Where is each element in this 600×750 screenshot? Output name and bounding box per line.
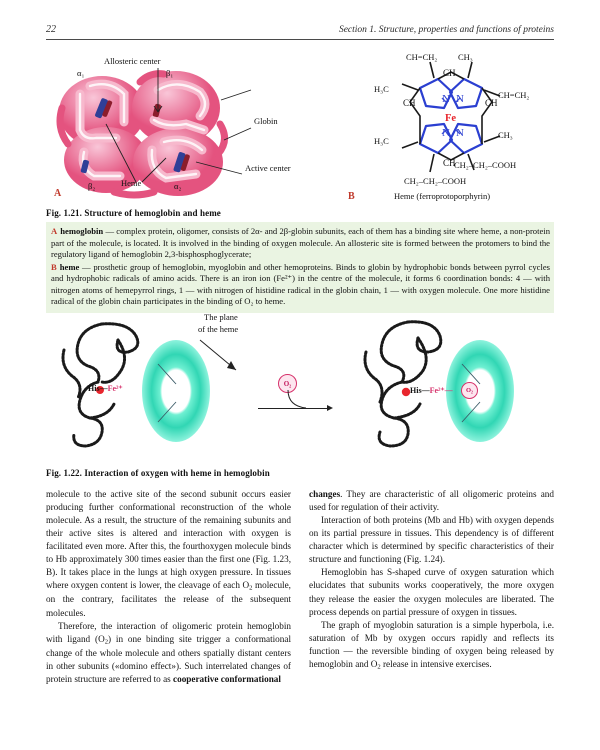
panel-letter-a: A <box>54 188 62 199</box>
body-paragraph: The graph of myoglobin saturation is a s… <box>309 619 554 672</box>
body-paragraph: Therefore, the interaction of oligomeric… <box>46 620 291 686</box>
body-paragraph: Interaction of both proteins (Mb and Hb)… <box>309 514 554 566</box>
oxygen-badge: O₂ <box>278 374 297 393</box>
svg-text:N: N <box>456 93 464 105</box>
body-run: ) in one binding site trigger a conforma… <box>46 633 291 684</box>
body-run: 2 <box>249 585 253 593</box>
body-text: molecule to the active site of the secon… <box>46 488 554 728</box>
svg-text:N: N <box>442 93 450 105</box>
heme-group-methyl-lower-left: H₃C <box>374 136 389 146</box>
label-alpha2: α₂ <box>174 181 182 191</box>
svg-text:CH: CH <box>485 98 498 108</box>
reaction-arrow-head <box>327 404 333 411</box>
his-fe-label-left: His—Fe²⁺ <box>88 384 123 393</box>
figure-1-22-caption: Fig. 1.22. Interaction of oxygen with he… <box>46 468 270 478</box>
reaction-arrow-line <box>258 408 328 410</box>
panel-letter-b: B <box>348 191 355 202</box>
body-run: The graph of myoglobin saturation is a s… <box>309 619 554 669</box>
oxygen-curved-arrow <box>287 390 307 409</box>
body-paragraph: Hemoglobin has S-shaped curve of oxygen … <box>309 566 554 618</box>
body-run: Therefore, the interaction of oligomeric… <box>46 620 291 644</box>
heme-propionate-right: CH₂–CH₂–COOH <box>454 160 517 170</box>
label-alpha1: α₁ <box>77 68 85 78</box>
porphyrin-ring-svg: N N N N Fe CH CH CH CH <box>401 61 501 173</box>
body-run: release in intensive exercises. <box>380 658 492 669</box>
heme-group-methyl-upper-left: H₃C <box>374 84 389 94</box>
heme-group-methyl-right: CH₃ <box>498 130 513 140</box>
info-term-a: hemoglobin <box>60 226 104 236</box>
label-beta1: β₁ <box>166 68 174 78</box>
label-allosteric-center: Allosteric center <box>104 56 161 66</box>
globin-chain-left-svg <box>61 322 140 448</box>
body-run: 2 <box>377 663 381 671</box>
page-header: 22 Section 1. Structure, properties and … <box>46 24 554 35</box>
page-number: 22 <box>46 24 56 35</box>
body-run: 2 <box>104 638 109 646</box>
label-active-center: Active center <box>245 163 291 173</box>
svg-text:N: N <box>456 127 464 139</box>
body-run: . They are characteristic of all oligome… <box>309 489 554 513</box>
plane-leader-arrow <box>199 339 237 371</box>
iron-dot-right <box>401 387 411 397</box>
body-emphasis: cooperative conformational <box>173 673 281 684</box>
bound-oxygen-badge: O₂ <box>461 382 478 399</box>
heme-propionate-left: CH₂–CH₂–COOH <box>404 176 467 186</box>
info-marker-a: A <box>51 226 58 236</box>
hemoglobin-ribbon-svg <box>56 70 228 199</box>
body-run: molecule to the active site of the secon… <box>46 489 291 591</box>
plane-label-line1: The plane <box>204 312 238 322</box>
body-column-right: changes. They are characteristic of all … <box>309 488 554 728</box>
svg-text:CH: CH <box>403 98 416 108</box>
body-run: Interaction of both proteins (Mb and Hb)… <box>309 515 554 565</box>
label-globin: Globin <box>254 116 278 126</box>
panel-a-leader-lines <box>105 68 252 183</box>
bond-dash-right-2: — <box>444 386 453 395</box>
body-run: Hemoglobin has S-shaped curve of oxygen … <box>309 567 554 617</box>
globin-chain-right-svg <box>363 320 443 448</box>
label-heme: Heme <box>121 178 142 188</box>
body-paragraph: changes. They are characteristic of all … <box>309 488 554 514</box>
info-text-b: — prosthetic group of hemoglobin, myoglo… <box>51 261 550 307</box>
figure-1-21-caption: Fig. 1.21. Structure of hemoglobin and h… <box>46 208 221 218</box>
plane-label-line2: of the heme <box>198 324 239 334</box>
running-section-title: Section 1. Structure, properties and fun… <box>338 25 554 35</box>
body-run: molecule, on the contrary, facilitates t… <box>46 580 291 618</box>
body-column-left: molecule to the active site of the secon… <box>46 488 291 728</box>
bond-dash-left: — <box>99 384 108 393</box>
heme-group-vinyl-right: CH=CH₂ <box>498 90 530 100</box>
iron-symbol: Fe <box>445 113 456 124</box>
heme-plane-disc-left <box>142 340 210 442</box>
fe-text-left: Fe²⁺ <box>107 384 123 393</box>
heme-plane-cross-left <box>157 363 177 423</box>
body-paragraph: molecule to the active site of the secon… <box>46 488 291 620</box>
heme-plane-disc-right <box>446 340 514 442</box>
info-marker-b: B <box>51 261 57 272</box>
figure-1-22: The plane of the heme His—Fe²⁺ O₂ <box>46 312 554 462</box>
svg-text:N: N <box>442 127 450 139</box>
his-text-left: His <box>88 384 100 393</box>
heme-group-vinyl-top: CH=CH₂ <box>406 52 438 62</box>
heme-plane-cross-right <box>461 363 481 423</box>
heme-subcaption: Heme (ferroprotoporphyrin) <box>394 191 491 201</box>
iron-dot-left <box>96 386 104 394</box>
svg-text:CH: CH <box>443 158 456 168</box>
his-fe-o2-label-right: His—Fe²⁺— <box>410 386 453 395</box>
svg-text:CH: CH <box>443 68 456 78</box>
his-text-right: His <box>410 386 422 395</box>
info-term-b: heme <box>59 261 80 272</box>
label-beta2: β₂ <box>88 181 96 191</box>
info-text-a: — complex protein, oligomer, consists of… <box>51 226 550 260</box>
body-emphasis: changes <box>309 489 341 499</box>
figure-1-21: Allosteric center α₁ β₁ Globin Active ce… <box>46 48 554 206</box>
bond-dash-right-1: — <box>421 386 430 395</box>
header-divider <box>46 39 554 40</box>
heme-group-methyl-top: CH₃ <box>458 52 473 62</box>
fe-text-right: Fe²⁺ <box>429 386 445 395</box>
